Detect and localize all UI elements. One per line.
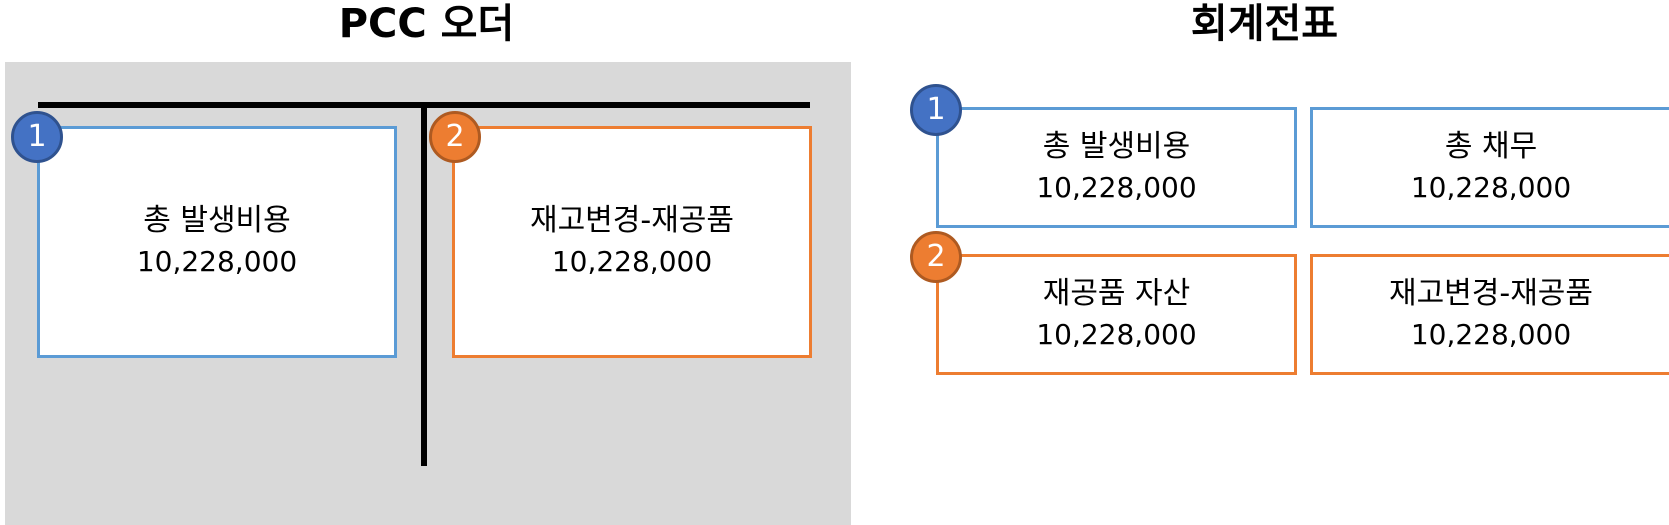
journal-total-liability-box: 총 채무 10,228,000 [1310, 107, 1669, 228]
journal-entry-title: 회계전표 [1190, 1, 1339, 47]
step-2-badge: 2 [429, 111, 481, 163]
journal-step-1-badge: 1 [910, 84, 962, 136]
journal-inventory-change-amount: 10,228,000 [1410, 317, 1572, 351]
pcc-total-cost-box: 총 발생비용 10,228,000 [37, 126, 397, 358]
t-account-vertical-line [421, 102, 427, 466]
journal-total-cost-label: 총 발생비용 [1042, 128, 1191, 164]
pcc-inventory-change-label: 재고변경-재공품 [529, 203, 735, 238]
step-1-badge: 1 [11, 111, 63, 163]
journal-total-liability-label: 총 채무 [1444, 128, 1538, 164]
journal-wip-asset-label: 재공품 자산 [1042, 275, 1191, 311]
pcc-inventory-change-box: 재고변경-재공품 10,228,000 [452, 126, 812, 358]
pcc-inventory-change-amount: 10,228,000 [551, 245, 713, 278]
journal-total-cost-amount: 10,228,000 [1036, 170, 1197, 204]
pcc-total-cost-label: 총 발생비용 [143, 203, 291, 238]
journal-wip-asset-box: 재공품 자산 10,228,000 [936, 254, 1297, 375]
journal-inventory-change-label: 재고변경-재공품 [1388, 275, 1594, 311]
journal-total-liability-amount: 10,228,000 [1410, 170, 1572, 204]
journal-inventory-change-box: 재고변경-재공품 10,228,000 [1310, 254, 1669, 375]
journal-step-2-badge: 2 [910, 231, 962, 283]
pcc-order-title: PCC 오더 [338, 1, 515, 47]
journal-wip-asset-amount: 10,228,000 [1036, 317, 1197, 351]
journal-total-cost-box: 총 발생비용 10,228,000 [936, 107, 1297, 228]
pcc-total-cost-amount: 10,228,000 [136, 245, 298, 278]
